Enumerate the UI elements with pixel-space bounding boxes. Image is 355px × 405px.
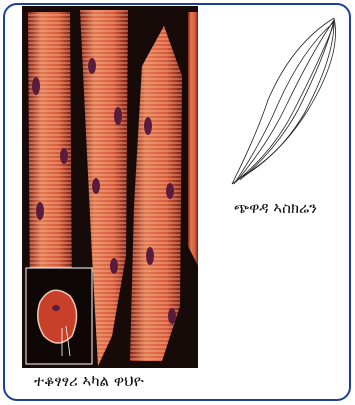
muscle-fiber-micrograph xyxy=(22,6,198,368)
striated-muscle-label: ተቆፃፃሪ ኣካል ዋህዮ xyxy=(34,372,144,390)
smooth-muscle-label: ጭዋዳ ኣስክሬን xyxy=(234,199,317,217)
smooth-muscle-sketch xyxy=(222,14,348,194)
cross-section-inset xyxy=(26,268,92,364)
